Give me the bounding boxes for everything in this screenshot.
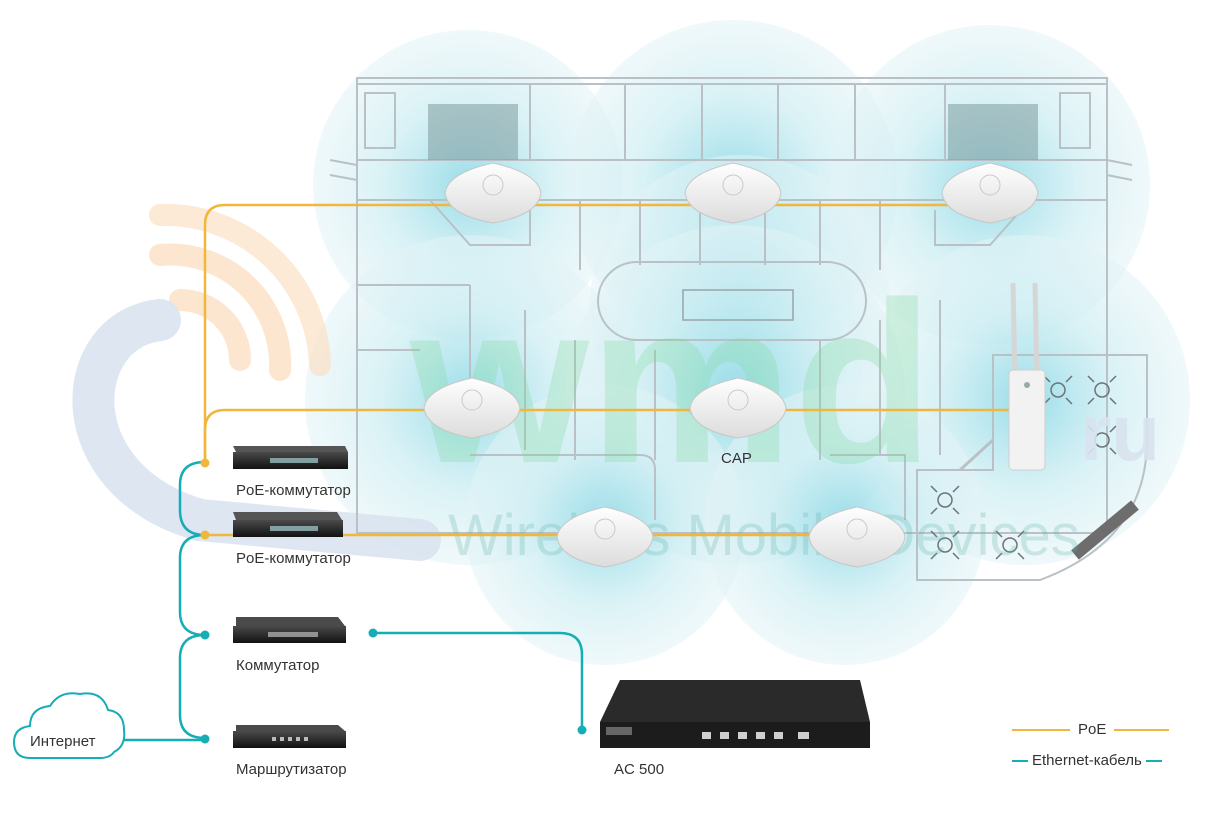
watermark-logo: wmd [409,254,934,511]
ceiling-ap-icon [941,162,1039,224]
legend-ethernet-line-right [1145,759,1162,762]
access-points [423,162,1046,568]
router-icon [233,725,346,748]
switch-icon [233,617,346,643]
legend-ethernet-label: Ethernet-кабель [1032,752,1142,769]
watermark-logo-suffix: ru [1080,388,1160,477]
watermark-wifi-icon [72,203,441,561]
legend-poe-line-right [1114,728,1170,731]
furniture [930,375,1117,560]
ethernet-cable [373,631,584,730]
cap-label: CAP [721,450,752,467]
controller-ac500-icon [600,680,870,748]
poe-switch-2-icon [233,512,343,537]
ethernet-cable [178,533,206,637]
poe-switch-1-icon [233,446,348,469]
ceiling-ap-icon [689,377,787,439]
ethernet-cables [120,460,584,742]
ceiling-ap-icon [444,162,542,224]
legend-poe-line-left [1012,728,1070,731]
ethernet-cable [178,460,206,537]
legend-ethernet: Ethernet-кабель [1012,752,1162,769]
poe-cable [203,408,1010,462]
cable-junctions [200,458,587,744]
poe-switch-1-label: PoE-коммутатор [236,482,351,499]
switch-label: Коммутатор [236,657,320,674]
ceiling-ap-icon [423,377,521,439]
ceiling-ap-icon [556,506,654,568]
poe-switch-2-label: PoE-коммутатор [236,550,351,567]
legend-ethernet-line-left [1012,759,1028,762]
poe-cable [203,203,995,462]
building-elements [364,92,1091,321]
outdoor-ap-icon [1008,282,1046,471]
ceiling-ap-icon [684,162,782,224]
legend-poe-label: PoE [1078,721,1107,738]
controller-label: AC 500 [614,761,665,778]
ceiling-ap-icon [808,506,906,568]
ethernet-cable [178,633,206,740]
router-label: Маршрутизатор [236,761,347,778]
legend-poe: PoE [1012,721,1170,738]
internet-cloud-icon [12,692,126,759]
internet-label: Интернет [30,733,96,750]
